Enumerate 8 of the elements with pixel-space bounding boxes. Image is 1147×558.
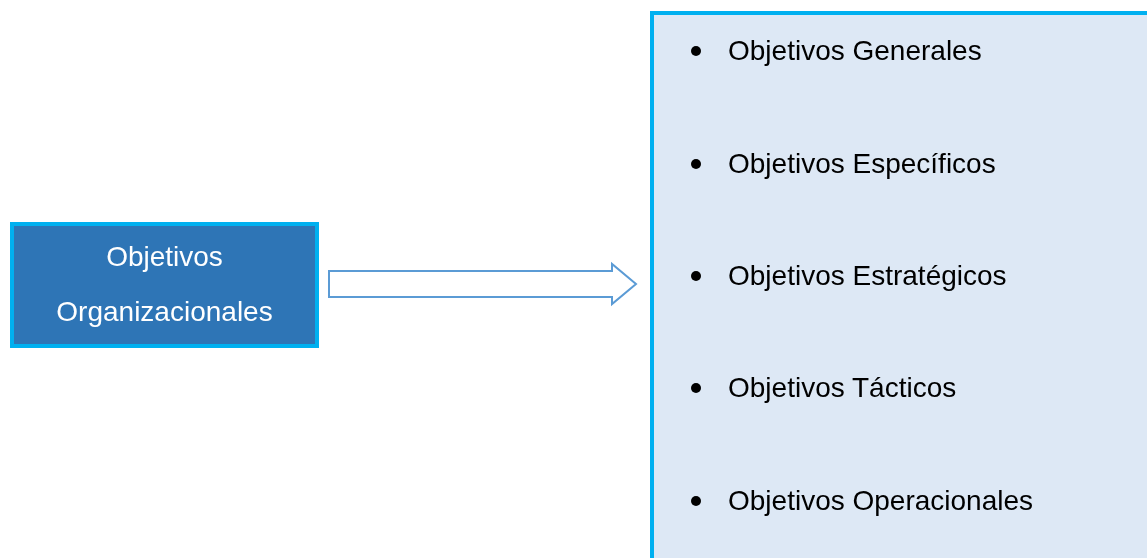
list-panel <box>650 11 1147 558</box>
process-box: Objetivos Organizacionales <box>10 222 319 348</box>
list-item: Objetivos Operacionales <box>728 485 1034 517</box>
list-item: Objetivos Tácticos <box>728 372 957 404</box>
list-item: Objetivos Específicos <box>728 148 996 180</box>
list-item: Objetivos Estratégicos <box>728 260 1007 292</box>
list-item: Objetivos Generales <box>728 35 982 67</box>
block-arrow <box>328 261 638 307</box>
